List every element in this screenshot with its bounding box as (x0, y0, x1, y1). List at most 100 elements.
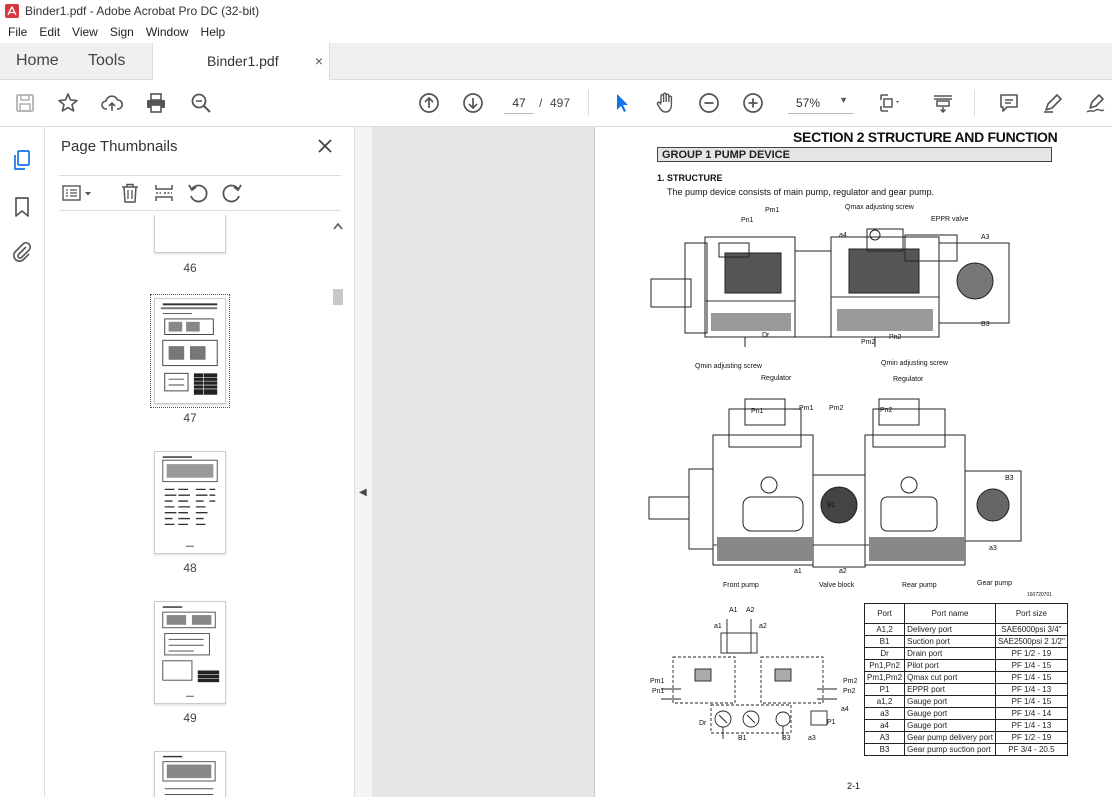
highlight-pen-icon[interactable] (1041, 91, 1065, 115)
page-thumbnails-icon[interactable] (10, 148, 34, 172)
menu-sign[interactable]: Sign (109, 25, 134, 39)
table-cell: B1 (863, 635, 906, 648)
page-number-input[interactable] (504, 92, 534, 114)
thumbnail-page-49[interactable] (154, 601, 226, 704)
table-cell: PF 1/4 - 15 (994, 695, 1068, 708)
thumbnail-page-47[interactable] (150, 294, 230, 408)
menu-view[interactable]: View (72, 25, 98, 39)
close-icon[interactable] (316, 137, 334, 155)
table-cell: PF 1/2 - 19 (994, 647, 1068, 660)
label-qmin-left: Qmin adjusting screw (695, 363, 762, 370)
tab-close-icon[interactable]: × (314, 53, 323, 69)
label-hyd-pm1: Pm1 (650, 678, 665, 685)
menu-help[interactable]: Help (200, 25, 226, 39)
label-pn2: Pn2 (889, 334, 902, 341)
rotate-counterclockwise-icon[interactable] (187, 182, 209, 204)
hand-tool-icon[interactable] (653, 91, 677, 115)
zoom-out-icon[interactable] (697, 91, 721, 115)
bookmarks-icon[interactable] (10, 195, 34, 219)
table-cell: Suction port (904, 635, 996, 648)
tab-tools[interactable]: Tools (88, 52, 126, 69)
table-cell: Gauge port (904, 707, 996, 720)
page-separator: / (539, 96, 543, 110)
label-rear-pump: Rear pump (902, 582, 937, 589)
collapse-panel-icon[interactable]: ◀ (359, 487, 367, 498)
thumbnail-page-48[interactable] (154, 451, 226, 554)
label-hyd-a2-big: A2 (746, 607, 755, 614)
menu-file[interactable]: File (8, 25, 28, 39)
table-cell: Pilot port (904, 659, 996, 672)
rotate-clockwise-icon[interactable] (221, 182, 243, 204)
attachments-paperclip-icon[interactable] (10, 240, 34, 264)
menu-edit[interactable]: Edit (39, 25, 61, 39)
insert-page-icon[interactable] (153, 182, 175, 204)
thumbnail-page-50[interactable] (154, 751, 226, 797)
table-cell: P1 (863, 683, 906, 696)
sign-pen-icon[interactable] (1084, 91, 1108, 115)
label-hyd-b3: B3 (782, 735, 791, 742)
label-front-pump: Front pump (723, 582, 759, 589)
zoom-value: 57% (796, 96, 821, 110)
label-a4: a4 (839, 232, 847, 239)
thumbnail-preview-49 (162, 606, 220, 697)
table-cell: Gauge port (904, 695, 996, 708)
label-regulator-right: Regulator (893, 376, 924, 383)
table-cell: PF 1/4 - 14 (994, 707, 1068, 720)
panel-splitter[interactable]: ◀ (355, 127, 372, 797)
upload-cloud-icon[interactable] (100, 91, 124, 115)
delete-page-icon[interactable] (119, 182, 141, 204)
options-menu-icon[interactable] (61, 182, 97, 204)
thumbnail-label-47: 47 (183, 411, 197, 425)
label-a3: A3 (981, 234, 990, 241)
thumbnail-label-48: 48 (183, 561, 197, 575)
comment-icon[interactable] (997, 91, 1021, 115)
search-icon[interactable] (189, 91, 213, 115)
zoom-dropdown[interactable]: 57% ▼ (788, 92, 854, 114)
thumbnail-scrollbar[interactable] (331, 219, 345, 797)
figure-id: 160720701 (1027, 592, 1053, 598)
table-header-port: Port (863, 603, 906, 624)
table-cell: PF 1/4 - 15 (994, 671, 1068, 684)
label-b3: B3 (981, 321, 990, 328)
next-page-icon[interactable] (461, 91, 485, 115)
tab-home[interactable]: Home (16, 52, 59, 69)
table-cell: Drain port (904, 647, 996, 660)
main-toolbar: / 497 57% ▼ (0, 80, 1112, 127)
scroll-mode-icon[interactable] (931, 91, 955, 115)
label-gear-pump: Gear pump (977, 580, 1013, 587)
select-cursor-icon[interactable] (610, 91, 634, 115)
print-icon[interactable] (144, 91, 168, 115)
tab-document-label: Binder1.pdf (207, 53, 279, 69)
page-total: 497 (550, 96, 571, 110)
fit-page-icon[interactable] (877, 91, 901, 115)
table-cell: PF 3/4 - 20.5 (994, 743, 1068, 756)
label-b1-mid: B1 (827, 502, 836, 509)
chevron-down-icon: ▼ (839, 95, 848, 105)
bookmark-star-icon[interactable] (56, 91, 80, 115)
table-cell: Qmax cut port (904, 671, 996, 684)
document-view[interactable]: SECTION 2 STRUCTURE AND FUNCTION GROUP 1… (372, 127, 1112, 797)
thumbnail-page-46[interactable] (154, 215, 226, 253)
title-bar: Binder1.pdf - Adobe Acrobat Pro DC (32-b… (0, 0, 1112, 22)
table-header-port-size: Port size (994, 603, 1068, 624)
tab-document[interactable]: Binder1.pdf × (152, 43, 330, 80)
label-a2-mid: a2 (839, 568, 847, 575)
label-pm2: Pm2 (861, 339, 876, 346)
table-cell: Gauge port (904, 719, 996, 732)
save-icon[interactable] (13, 91, 37, 115)
previous-page-icon[interactable] (417, 91, 441, 115)
table-cell: a4 (863, 719, 906, 732)
section-title: SECTION 2 STRUCTURE AND FUNCTION (793, 129, 1058, 145)
group-title: GROUP 1 PUMP DEVICE (662, 149, 790, 161)
label-eppr: EPPR valve (931, 216, 969, 223)
table-cell: PF 1/4 - 13 (994, 683, 1068, 696)
label-qmin-right: Qmin adjusting screw (881, 360, 948, 367)
table-cell: PF 1/2 - 19 (994, 731, 1068, 744)
menu-window[interactable]: Window (145, 25, 189, 39)
zoom-in-icon[interactable] (741, 91, 765, 115)
